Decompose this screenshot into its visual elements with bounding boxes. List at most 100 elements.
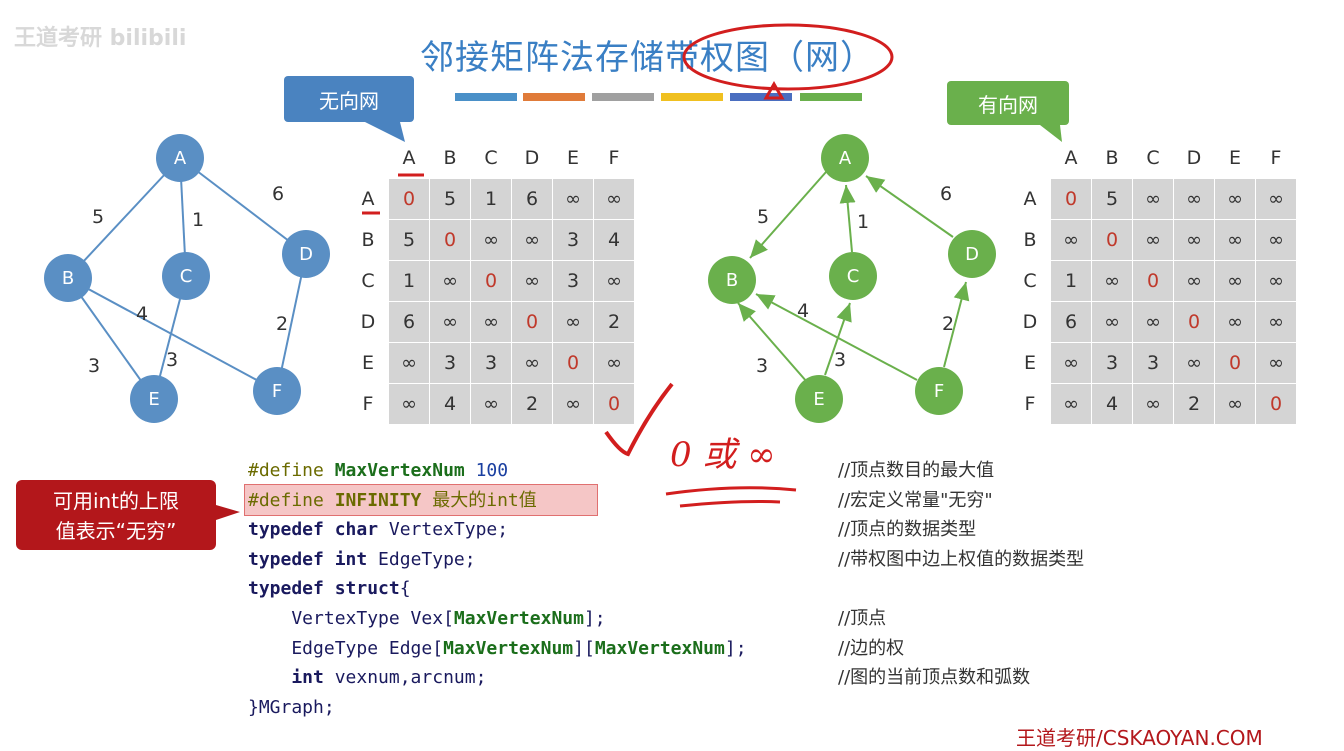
weight-DF: 2: [276, 313, 288, 335]
matrix-cell: 0: [1050, 178, 1092, 220]
color-bar-4: [661, 93, 723, 101]
row-header: E: [1023, 352, 1036, 374]
code-token: ];: [724, 637, 747, 659]
node-label-F: F: [272, 381, 282, 402]
matrix-cell: ∞: [593, 178, 635, 220]
edge-BF: [67, 277, 278, 392]
matrix-cell: 3: [552, 260, 594, 302]
matrix-cell: 0: [552, 342, 594, 384]
row-header: D: [360, 311, 376, 333]
matrix-cell: 0: [511, 301, 553, 343]
code-token: MaxVertexNum: [453, 607, 584, 629]
matrix-cell: 0: [1173, 301, 1215, 343]
code-token: int: [248, 667, 324, 689]
matrix-cell: ∞: [511, 342, 553, 384]
color-bar-2: [523, 93, 585, 101]
weight-CE: 3: [166, 349, 178, 371]
dnode-B: [708, 256, 756, 304]
matrix-cell: ∞: [511, 260, 553, 302]
directed-matrix: A B C D E F A 0 5 ∞ ∞ ∞ ∞ B ∞ 0 ∞ ∞ ∞ ∞ …: [1010, 138, 1297, 425]
code-token: VertexType;: [378, 519, 509, 541]
code-token: #define: [248, 460, 335, 481]
code-token: MaxVertexNum: [594, 637, 725, 659]
matrix-cell: ∞: [1214, 178, 1256, 220]
row-header: F: [1024, 393, 1036, 415]
matrix-cell: 0: [470, 260, 512, 302]
matrix-cell: 3: [552, 219, 594, 261]
matrix-cell: 0: [593, 383, 635, 425]
arc-FD: [943, 281, 970, 368]
weight-AC: 1: [192, 209, 204, 231]
dnode-label-F: F: [934, 381, 944, 402]
dnode-A: [821, 134, 869, 182]
node-label-C: C: [180, 266, 193, 287]
col-header: D: [524, 147, 540, 169]
col-header: B: [1105, 147, 1119, 169]
row-header: F: [362, 393, 374, 415]
code-token: ][: [573, 637, 595, 659]
code-token: #define: [248, 489, 335, 511]
arc-EB: [737, 302, 808, 383]
matrix-cell: 0: [1091, 219, 1133, 261]
edge-BE: [67, 277, 155, 400]
matrix-cell: ∞: [1255, 219, 1297, 261]
color-bar-6: [800, 93, 862, 101]
node-A: [156, 134, 204, 182]
node-label-B: B: [62, 268, 74, 289]
matrix-cell: ∞: [1214, 383, 1256, 425]
code-comment: //顶点: [838, 607, 887, 629]
code-line-3: typedef char VertexType;//顶点的数据类型: [248, 515, 976, 545]
dweight-CA: 1: [857, 211, 869, 233]
row-header: A: [1023, 188, 1037, 210]
col-header: F: [608, 147, 620, 169]
color-bar-1: [455, 93, 517, 101]
callout-tail-undirected: [365, 122, 405, 142]
matrix-cell: ∞: [470, 383, 512, 425]
page-title: 邻接矩阵法存储带权图（网）: [420, 38, 875, 78]
code-block: #define MaxVertexNum 100//顶点数目的最大值 #defi…: [248, 456, 1084, 722]
dnode-C: [829, 252, 877, 300]
node-label-E: E: [148, 389, 159, 410]
matrix-cell: 2: [511, 383, 553, 425]
matrix-cell: 1: [388, 260, 430, 302]
matrix-cell: ∞: [1255, 301, 1297, 343]
matrix-cell: ∞: [511, 219, 553, 261]
node-D: [282, 230, 330, 278]
dweight-DA: 6: [940, 183, 952, 205]
arc-AB: [749, 171, 827, 259]
matrix-cell: ∞: [1255, 178, 1297, 220]
code-token: EdgeType Edge[: [248, 637, 444, 659]
arc-CA: [839, 184, 856, 253]
handwritten-underline-1: [665, 486, 797, 496]
matrix-cell: ∞: [552, 301, 594, 343]
matrix-corner: [348, 138, 389, 179]
matrix-cell: ∞: [388, 383, 430, 425]
matrix-cell: 1: [1050, 260, 1092, 302]
matrix-cell: 3: [1091, 342, 1133, 384]
code-token: typedef int: [248, 548, 368, 570]
col-header: A: [1064, 147, 1078, 169]
undirected-matrix: A B C D E F A 0 5 1 6 ∞ ∞ B 5 0 ∞ ∞ 3 4 …: [348, 138, 635, 425]
matrix-cell: ∞: [1091, 301, 1133, 343]
matrix-cell: ∞: [1050, 383, 1092, 425]
dnode-label-D: D: [965, 244, 979, 265]
col-header: C: [484, 147, 498, 169]
matrix-cell: ∞: [593, 260, 635, 302]
code-comment: //宏定义常量"无穷": [838, 489, 993, 511]
dnode-label-C: C: [847, 266, 860, 287]
edge-AB: [67, 157, 181, 279]
node-F: [253, 367, 301, 415]
matrix-cell: ∞: [1255, 260, 1297, 302]
matrix-cell: 4: [1091, 383, 1133, 425]
code-comment: //顶点的数据类型: [838, 519, 977, 541]
weight-BF: 4: [136, 303, 148, 325]
matrix-cell: ∞: [1132, 301, 1174, 343]
node-C: [162, 252, 210, 300]
code-line-6: VertexType Vex[MaxVertexNum];//顶点: [248, 604, 886, 634]
code-line-5: typedef struct{: [248, 574, 747, 604]
arc-FB: [755, 293, 918, 381]
callout-tail-left: [216, 505, 240, 520]
code-token: ];: [583, 607, 606, 629]
matrix-cell: ∞: [1214, 219, 1256, 261]
code-token: 最大的int值: [421, 489, 537, 511]
